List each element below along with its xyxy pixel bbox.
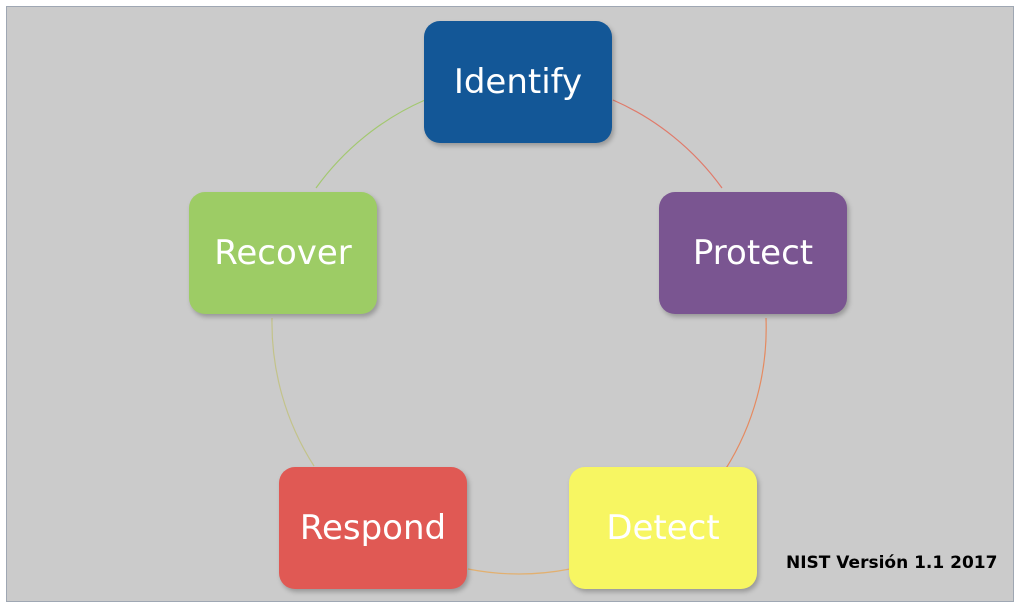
connector-respond-recover (271, 317, 315, 467)
connector-identify-protect (612, 99, 723, 189)
connector-detect-respond (467, 568, 571, 575)
stage-protect: Protect (659, 192, 847, 314)
stage-identify: Identify (424, 21, 612, 143)
stage-recover: Recover (189, 192, 377, 314)
connector-protect-detect (724, 317, 767, 471)
stage-detect: Detect (569, 467, 757, 589)
stage-respond: Respond (279, 467, 467, 589)
version-caption: NIST Versión 1.1 2017 (786, 553, 998, 573)
connector-recover-identify (315, 99, 426, 189)
